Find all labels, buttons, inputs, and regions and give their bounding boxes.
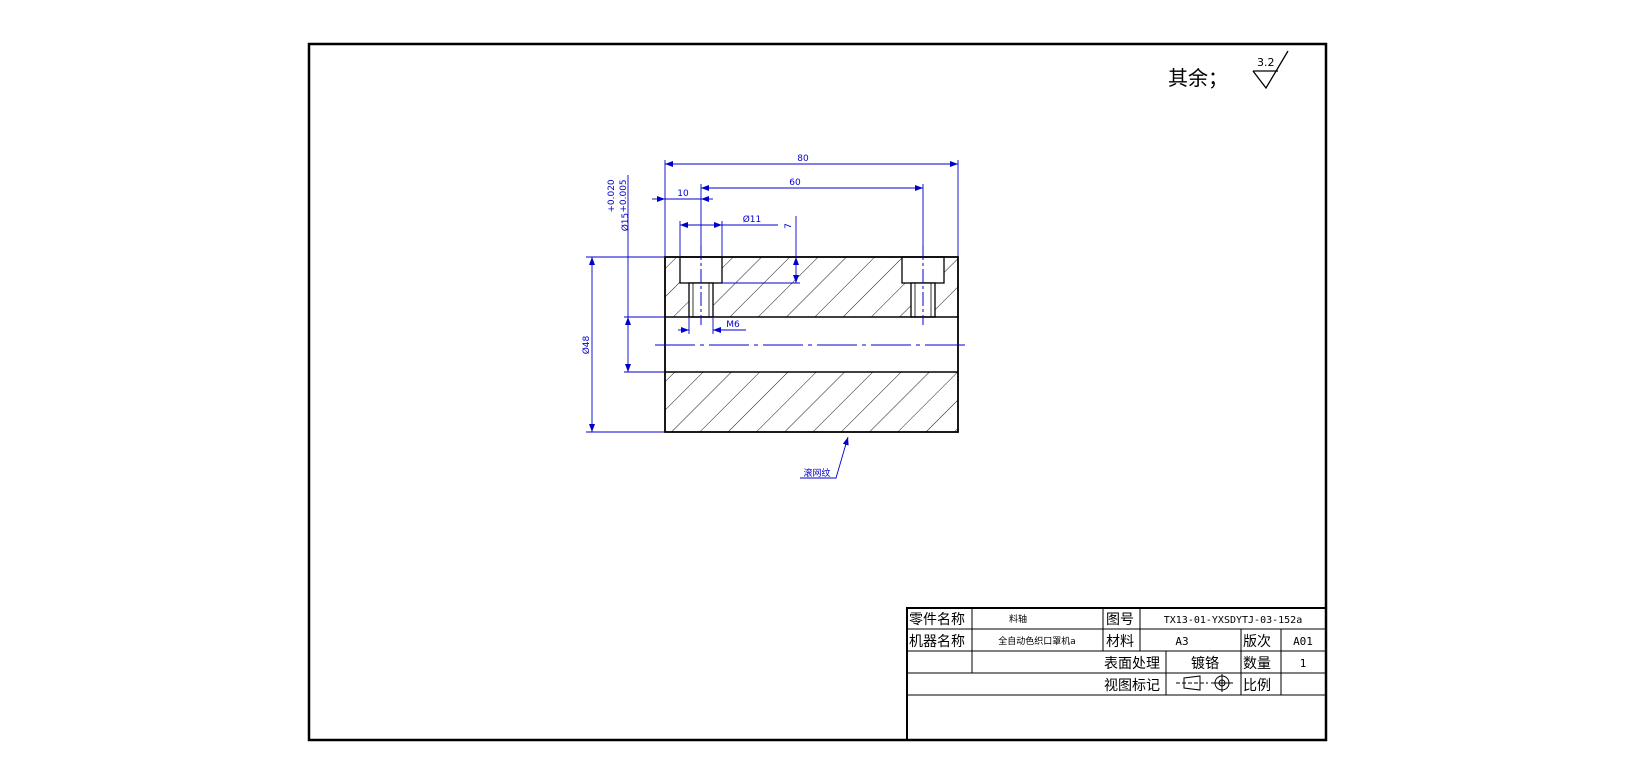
svg-text:M6: M6: [726, 320, 740, 330]
svg-text:+0.005: +0.005: [619, 179, 629, 212]
dimension-texts: 80 60 10 Ø11 7 Ø15 +0.020 +0.005 Ø48 M6 …: [581, 154, 836, 479]
quantity-label: 数量: [1243, 656, 1271, 672]
drawing-no-label: 图号: [1106, 612, 1134, 628]
drawing-no-value: TX13-01-YXSDYTJ-03-152a: [1164, 615, 1302, 626]
part-name-label: 零件名称: [909, 612, 965, 628]
surface-note: 其余；: [1168, 66, 1228, 90]
svg-text:Ø15: Ø15: [620, 213, 631, 232]
svg-text:10: 10: [677, 189, 689, 199]
machine-name-value: 全自动色织口罩机a: [998, 635, 1076, 647]
material-value: A3: [1175, 635, 1188, 648]
revision-label: 版次: [1243, 634, 1271, 650]
svg-text:+0.020: +0.020: [607, 179, 617, 213]
view-mark-label: 视图标记: [1104, 678, 1160, 694]
roughness-symbol-icon: [1252, 50, 1289, 90]
revision-value: A01: [1293, 635, 1313, 648]
quantity-value: 1: [1300, 657, 1307, 670]
part-section: [655, 246, 968, 433]
title-block: [906, 607, 1327, 741]
svg-text:Ø48: Ø48: [581, 335, 592, 354]
svg-text:60: 60: [789, 178, 801, 188]
drawing-frame: [307, 42, 1328, 742]
material-label: 材料: [1106, 634, 1134, 650]
machine-name-label: 机器名称: [909, 634, 965, 650]
roughness-value: 3.2: [1257, 56, 1275, 69]
svg-text:7: 7: [784, 223, 794, 229]
svg-text:80: 80: [797, 154, 809, 164]
surface-treatment-label: 表面处理: [1104, 656, 1160, 672]
scale-label: 比例: [1243, 678, 1271, 694]
lower-wall-hatch: [665, 372, 958, 432]
part-name-value: 料轴: [1009, 613, 1027, 625]
svg-text:Ø11: Ø11: [743, 214, 762, 225]
surface-treatment-value: 镀铬: [1191, 655, 1219, 672]
svg-text:滚网纹: 滚网纹: [803, 467, 830, 479]
first-angle-projection-icon: [1176, 674, 1233, 692]
